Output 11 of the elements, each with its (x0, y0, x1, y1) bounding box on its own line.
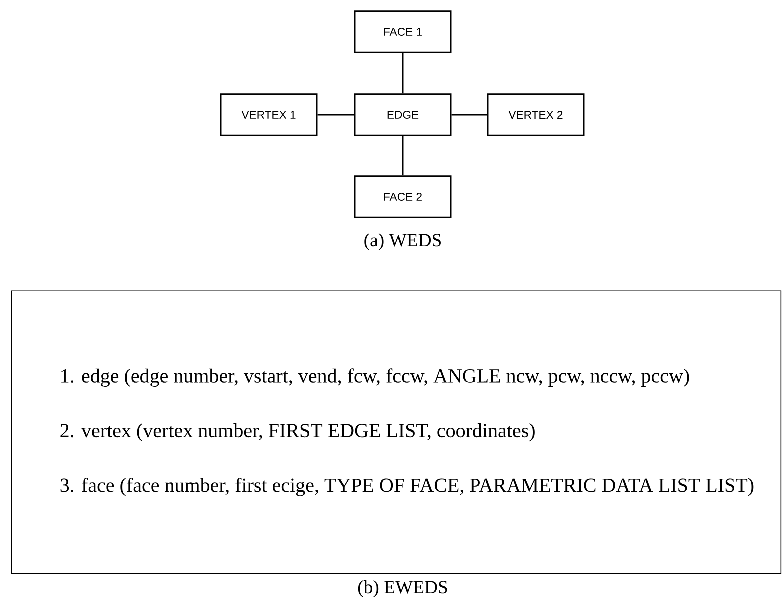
connector (402, 136, 404, 176)
entity-box: VERTEX 1 (220, 94, 318, 136)
connector (452, 114, 488, 116)
entity-box: FACE 1 (354, 10, 452, 54)
entity-box: EDGE (354, 94, 452, 136)
entity-box: FACE 2 (354, 176, 452, 218)
entity-box: VERTEX 2 (487, 94, 585, 136)
caption: (a) WEDS (364, 234, 441, 250)
connector (318, 114, 354, 116)
list-frame: 1. edge (edge number, vstart, vend, fcw, fccw, ANGLE ncw, pcw, nccw, pccw) 2. vertex (vertex number, FIRST EDGE LIST, coordinates) 3. face (face number, first ecige, TYPE OF FACE, PARAMETRIC DATA LIST LIST) (11, 290, 782, 574)
connector (402, 53, 404, 94)
